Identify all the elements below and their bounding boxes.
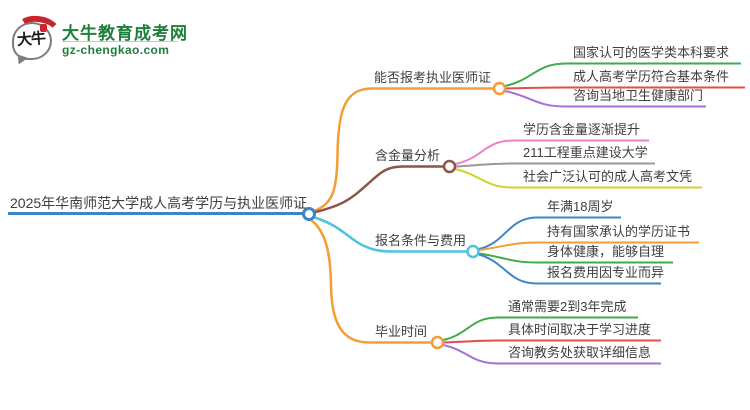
logo-red-seal (40, 24, 47, 32)
site-name-divider (62, 41, 178, 42)
branch-2-leaf-2-label[interactable]: 211工程重点建设大学 (523, 145, 648, 160)
branch-4-connector (309, 218, 431, 344)
branch-3-leaf-1-connector (478, 216, 621, 250)
branch-1-label[interactable]: 能否报考执业医师证 (374, 70, 492, 85)
branch-2-circle[interactable] (442, 159, 457, 174)
branch-2-connector (313, 165, 443, 214)
site-domain: gz-chengkao.com (62, 43, 170, 57)
branch-1-leaf-3-connector (504, 90, 706, 108)
branch-3-leaf-3-connector (479, 252, 673, 264)
branch-1-circle[interactable] (492, 81, 507, 96)
branch-2-label[interactable]: 含金量分析 (375, 148, 441, 163)
branch-1-leaf-1-connector (504, 62, 741, 87)
branch-3-leaf-1-label[interactable]: 年满18周岁 (547, 199, 614, 214)
branch-1-leaf-2-label[interactable]: 成人高考学历符合基本条件 (573, 69, 730, 84)
branch-3-connector (312, 215, 467, 253)
branch-3-leaf-4-connector (478, 253, 661, 285)
site-name: 大牛教育成考网 (62, 24, 188, 43)
branch-2-leaf-3-connector (455, 168, 702, 189)
branch-4-circle[interactable] (430, 335, 445, 350)
branch-4-leaf-2-connector (443, 339, 661, 344)
branch-3-circle[interactable] (466, 244, 480, 259)
branch-2-leaf-1-connector (455, 139, 649, 165)
branch-2-leaf-3-label[interactable]: 社会广泛认可的成人高考文凭 (523, 169, 693, 184)
root-node-circle[interactable] (302, 207, 316, 221)
branch-3-leaf-3-label[interactable]: 身体健康，能够自理 (547, 244, 665, 259)
branch-4-leaf-3-connector (443, 344, 661, 365)
site-logo: 大牛 大牛教育成考网 gz-chengkao.com (10, 13, 190, 67)
branch-1-leaf-2-connector (505, 86, 745, 90)
branch-3-leaf-2-connector (479, 241, 699, 251)
logo-bubble-icon: 大牛 (10, 13, 62, 67)
branch-4-label[interactable]: 毕业时间 (375, 324, 428, 339)
branch-4-leaf-1-label[interactable]: 通常需要2到3年完成 (508, 299, 627, 314)
branch-4-leaf-1-connector (443, 316, 638, 341)
branch-3-label[interactable]: 报名条件与费用 (375, 233, 467, 248)
branch-4-leaf-3-label[interactable]: 咨询教务处获取详细信息 (508, 345, 652, 360)
branch-1-leaf-1-label[interactable]: 国家认可的医学类本科要求 (573, 45, 730, 60)
branch-2-leaf-2-connector (455, 162, 655, 168)
branch-3-leaf-2-label[interactable]: 持有国家承认的学历证书 (547, 224, 691, 239)
root-node-label[interactable]: 2025年华南师范大学成人高考学历与执业医师证 (10, 195, 308, 211)
branch-4-leaf-2-label[interactable]: 具体时间取决于学习进度 (508, 322, 652, 337)
branch-1-connector (313, 87, 493, 213)
branch-3-leaf-4-label[interactable]: 报名费用因专业而异 (547, 265, 665, 280)
branch-2-leaf-1-label[interactable]: 学历含金量逐渐提升 (523, 122, 641, 137)
branch-1-leaf-3-label[interactable]: 咨询当地卫生健康部门 (573, 88, 704, 103)
